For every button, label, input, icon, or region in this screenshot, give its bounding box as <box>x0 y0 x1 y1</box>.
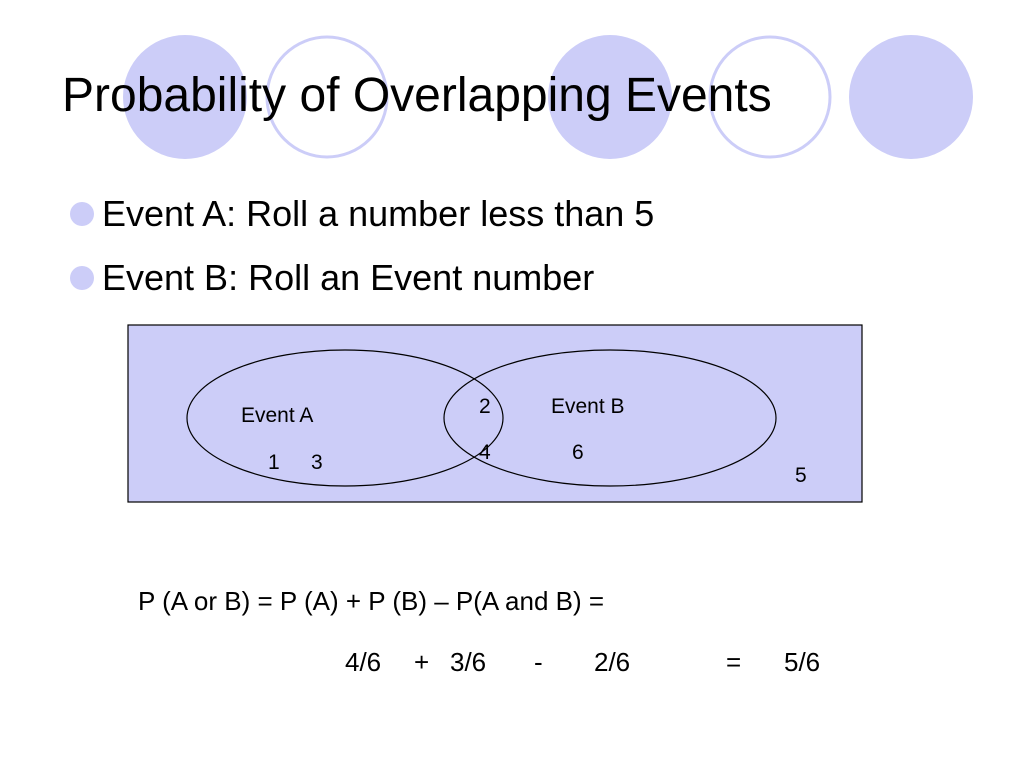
bullet-text: Event B: Roll an Event number <box>102 257 595 298</box>
slide-title: Probability of Overlapping Events <box>62 69 772 122</box>
decorative-circles <box>123 35 973 159</box>
formula-term-a: 4/6 <box>345 647 382 677</box>
formula-minus: - <box>534 647 543 677</box>
set-b-ellipse <box>443 349 777 487</box>
deco-circle-outline-2 <box>708 35 832 159</box>
bullet-dot-icon <box>70 202 94 226</box>
intersection-value: 2 <box>479 395 491 418</box>
set-a-label: Event A <box>241 404 313 427</box>
set-b-label: Event B <box>551 395 625 418</box>
deco-circle-filled-2 <box>548 35 672 159</box>
intersection-value: 4 <box>479 441 491 464</box>
formula-term-b: 3/6 <box>450 647 487 677</box>
bullet-text: Event A: Roll a number less than 5 <box>102 193 655 234</box>
outside-value: 5 <box>795 464 807 487</box>
sample-space-box <box>127 324 863 503</box>
set-a-ellipse <box>186 349 504 487</box>
only-a-value: 3 <box>311 451 323 474</box>
bullet-dot-icon <box>70 266 94 290</box>
formula-expression: P (A or B) = P (A) + P (B) – P(A and B) … <box>138 586 605 616</box>
formula-plus: + <box>414 647 430 677</box>
only-a-value: 1 <box>268 451 280 474</box>
only-b-value: 6 <box>572 441 584 464</box>
formula-result: 5/6 <box>784 647 821 677</box>
deco-circle-filled-1 <box>123 35 247 159</box>
deco-circle-outline-1 <box>265 35 389 159</box>
deco-circle-filled-3 <box>849 35 973 159</box>
formula-equals: = <box>726 647 742 677</box>
formula-term-ab: 2/6 <box>594 647 631 677</box>
